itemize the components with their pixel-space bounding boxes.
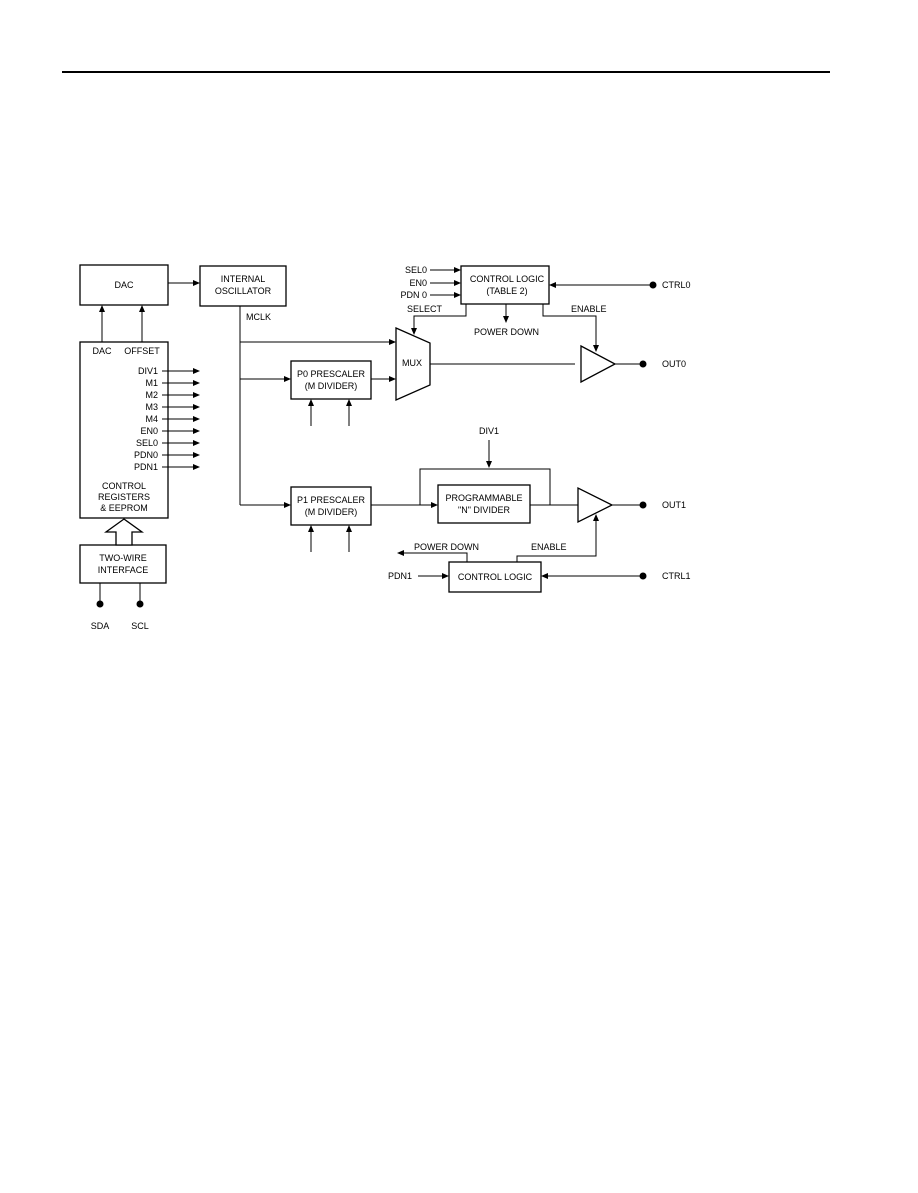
enable-1-label: ENABLE <box>531 542 567 552</box>
cl0-label-2: (TABLE 2) <box>486 286 527 296</box>
sel0-label: SEL0 <box>405 265 427 275</box>
p0-label-1: P0 PRESCALER <box>297 369 366 379</box>
ctrl1-label: CTRL1 <box>662 571 691 581</box>
reg-out-label: M4 <box>145 414 158 424</box>
reg-out-label: PDN1 <box>134 462 158 472</box>
two-wire-interface-block <box>79 544 167 584</box>
register-output-arrowhead <box>193 464 200 470</box>
twi-label-1: TWO-WIRE <box>99 553 147 563</box>
reg-out-label: M1 <box>145 378 158 388</box>
sda-label: SDA <box>91 621 110 631</box>
en0-label: EN0 <box>409 278 427 288</box>
mux-block <box>395 327 431 401</box>
control-logic-1-block <box>448 561 542 593</box>
register-output-arrowhead <box>193 452 200 458</box>
pdn0-label: PDN 0 <box>400 290 427 300</box>
oscillator-block <box>199 265 287 307</box>
mux-label: MUX <box>402 358 422 368</box>
oscillator-label-1: INTERNAL <box>221 274 266 284</box>
regs-label-3: & EEPROM <box>100 503 148 513</box>
reg-offset-label: OFFSET <box>124 346 160 356</box>
ctrl0-pin <box>649 281 657 289</box>
reg-out-label: SEL0 <box>136 438 158 448</box>
reg-out-label: DIV1 <box>138 366 158 376</box>
oscillator-label-2: OSCILLATOR <box>215 286 272 296</box>
out0-label: OUT0 <box>662 359 686 369</box>
dac-label: DAC <box>114 280 134 290</box>
register-output-arrowhead <box>193 392 200 398</box>
div1-label: DIV1 <box>479 426 499 436</box>
prog-label-1: PROGRAMMABLE <box>445 493 522 503</box>
control-logic-0-block <box>460 265 550 305</box>
select-label: SELECT <box>407 304 443 314</box>
cl0-label-1: CONTROL LOGIC <box>470 274 545 284</box>
register-output-arrowhead <box>193 368 200 374</box>
mclk-label: MCLK <box>246 312 271 322</box>
out0-pin <box>639 360 647 368</box>
dac-block <box>79 264 169 306</box>
p1-label-2: (M DIVIDER) <box>305 507 358 517</box>
reg-out-label: M2 <box>145 390 158 400</box>
reg-dac-label: DAC <box>92 346 112 356</box>
register-output-arrowhead <box>193 416 200 422</box>
ctrl0-label: CTRL0 <box>662 280 691 290</box>
output-buffer-1 <box>577 486 614 524</box>
power-down-0-label: POWER DOWN <box>474 327 539 337</box>
out1-pin <box>639 501 647 509</box>
p0-prescaler-block <box>290 360 372 400</box>
reg-out-label: M3 <box>145 402 158 412</box>
output-buffer-0 <box>580 344 617 384</box>
reg-out-label: PDN0 <box>134 450 158 460</box>
register-output-arrowhead <box>193 380 200 386</box>
register-outputs: DIV1 M1 M2 M3 M4 EN0 SEL0 PDN0 PDN1 <box>134 366 200 472</box>
ctrl1-pin <box>639 572 647 580</box>
pdn1-label: PDN1 <box>388 571 412 581</box>
register-output-arrowhead <box>193 404 200 410</box>
regs-label-2: REGISTERS <box>98 492 150 502</box>
scl-pin <box>136 600 144 608</box>
register-output-arrowhead <box>193 440 200 446</box>
twi-label-2: INTERFACE <box>98 565 149 575</box>
register-output-arrowhead <box>193 428 200 434</box>
sda-pin <box>96 600 104 608</box>
regs-label-1: CONTROL <box>102 481 146 491</box>
p0-label-2: (M DIVIDER) <box>305 381 358 391</box>
power-down-1-label: POWER DOWN <box>414 542 479 552</box>
out1-label: OUT1 <box>662 500 686 510</box>
p1-prescaler-block <box>290 486 372 526</box>
reg-out-label: EN0 <box>140 426 158 436</box>
prog-label-2: "N" DIVIDER <box>458 505 510 515</box>
control-registers-block <box>79 341 169 519</box>
enable-0-label: ENABLE <box>571 304 607 314</box>
p1-label-1: P1 PRESCALER <box>297 495 366 505</box>
programmable-n-divider-block <box>437 484 531 524</box>
bus-arrow <box>103 518 145 546</box>
cl1-label: CONTROL LOGIC <box>458 572 533 582</box>
scl-label: SCL <box>131 621 149 631</box>
